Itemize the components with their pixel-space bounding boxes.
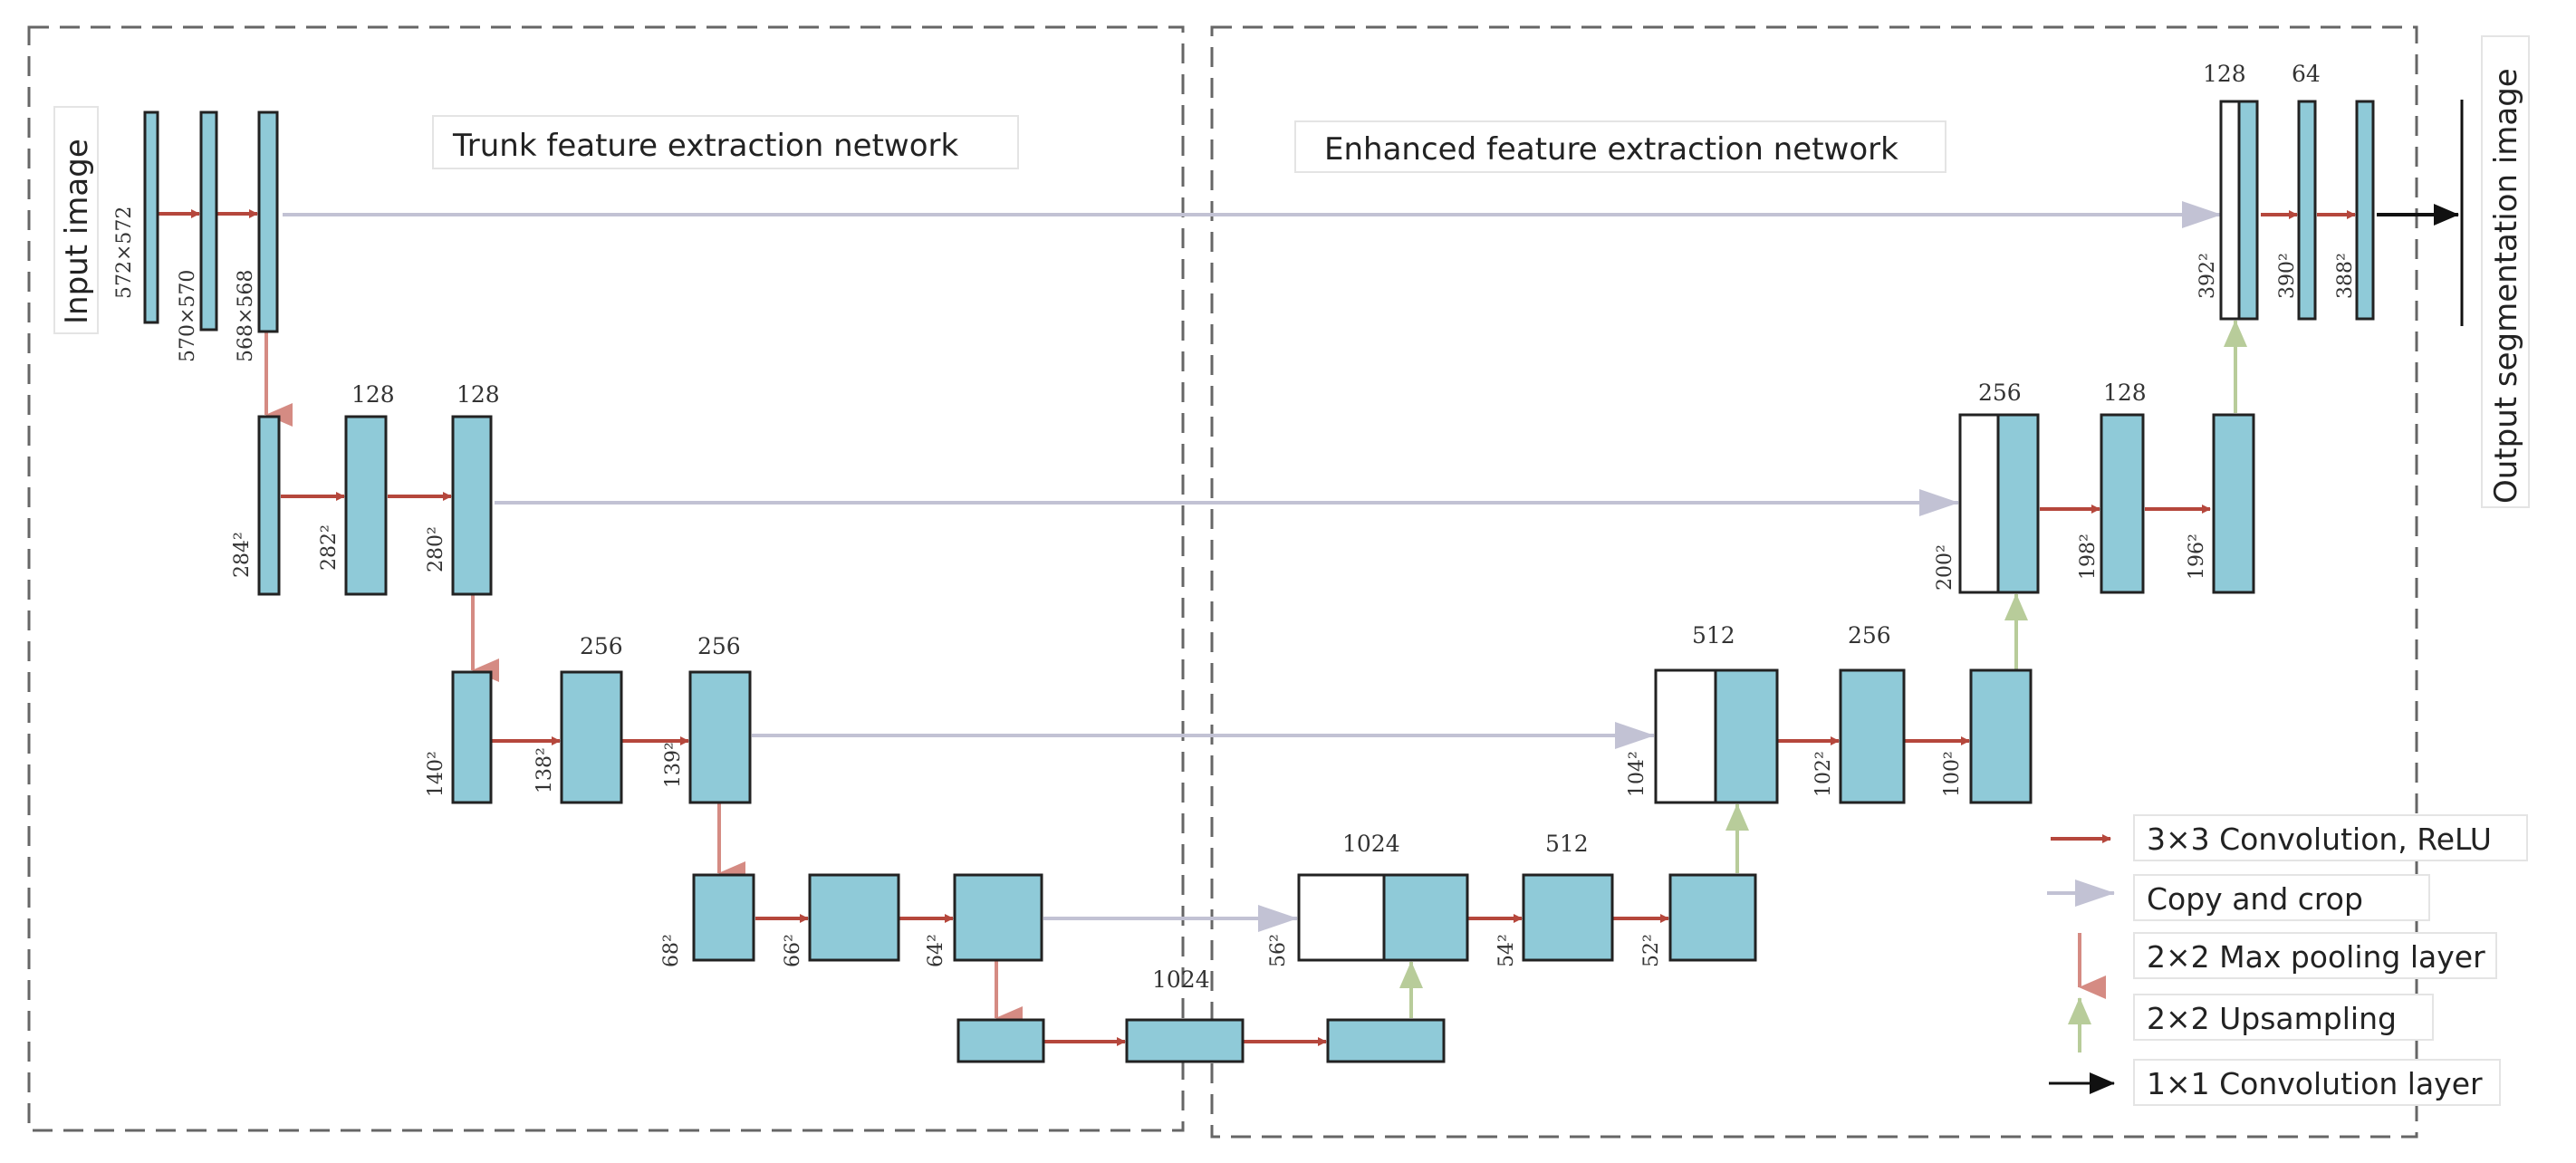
feature-map	[2355, 100, 2375, 321]
dim-label: 68²	[660, 934, 683, 967]
dim-label: 572×572	[113, 207, 136, 299]
dim-label: 64²	[925, 934, 947, 967]
channel-label: 512	[1692, 622, 1735, 649]
legend-label: 2×2 Max pooling layer	[2147, 939, 2485, 975]
dim-label: 390²	[2276, 253, 2299, 299]
feature-map	[257, 415, 281, 596]
channel-label: 128	[351, 381, 395, 408]
legend-label: 1×1 Convolution layer	[2147, 1066, 2483, 1101]
enhanced-region	[1210, 25, 2418, 1139]
dim-label: 56²	[1267, 934, 1290, 967]
copied-feature-map	[1654, 668, 1717, 804]
dim-label: 568×568	[235, 270, 257, 362]
channel-label: 1024	[1152, 966, 1210, 993]
dim-label: 66²	[782, 934, 804, 967]
channel-label: 128	[2203, 61, 2246, 87]
legend-item	[2133, 932, 2497, 979]
dim-label: 284²	[231, 532, 254, 578]
legend: 3×3 Convolution, ReLU Copy and crop 2×2 …	[2047, 814, 2528, 1106]
dim-label: 104²	[1626, 751, 1648, 797]
legend-item	[2133, 814, 2528, 861]
feature-map	[1996, 413, 2040, 594]
feature-map	[1326, 1018, 1446, 1063]
feature-map	[956, 1018, 1045, 1063]
channel-label: 512	[1545, 831, 1589, 857]
trunk-title: Trunk feature extraction network	[452, 128, 959, 164]
feature-map	[451, 670, 493, 804]
feature-map	[344, 415, 388, 596]
feature-map	[692, 873, 755, 962]
channel-label: 256	[1848, 622, 1891, 649]
channel-label: 64	[2292, 61, 2321, 87]
feature-map	[143, 111, 159, 324]
feature-map	[808, 873, 900, 962]
channel-label: 128	[2103, 380, 2147, 406]
dim-label: 140²	[425, 751, 447, 797]
channel-label: 128	[457, 381, 500, 408]
feature-map	[1839, 668, 1906, 804]
dim-label: 196²	[2186, 533, 2208, 580]
feature-map	[1969, 668, 2033, 804]
copied-feature-map	[1958, 413, 2000, 594]
feature-map	[2100, 413, 2145, 594]
dim-label: 54²	[1495, 934, 1518, 967]
feature-map	[2212, 413, 2255, 594]
legend-item	[2133, 1059, 2501, 1106]
feature-map	[688, 670, 752, 804]
dim-label: 392²	[2196, 253, 2219, 299]
channel-label: 256	[580, 633, 623, 659]
feature-map	[2237, 100, 2259, 321]
feature-map	[560, 670, 623, 804]
output-label-box	[2481, 35, 2530, 508]
copied-feature-map	[2219, 100, 2241, 321]
dim-label: 570×570	[177, 270, 199, 362]
dim-label: 138²	[533, 747, 556, 793]
dim-label: 280²	[425, 526, 447, 572]
feature-map	[257, 111, 279, 333]
channel-label: 256	[1978, 380, 2022, 406]
dim-label: 200²	[1934, 544, 1956, 591]
enhanced-title: Enhanced feature extraction network	[1324, 131, 1898, 168]
legend-item	[2133, 874, 2430, 921]
feature-map	[1125, 1018, 1245, 1063]
feature-map	[1522, 873, 1614, 962]
dim-label: 282²	[318, 524, 341, 571]
feature-map	[953, 873, 1043, 962]
enhanced-title-box	[1294, 120, 1946, 173]
feature-map	[1714, 668, 1779, 804]
channel-label: 1024	[1342, 831, 1400, 857]
legend-label: 3×3 Convolution, ReLU	[2147, 822, 2492, 857]
copied-feature-map	[1297, 873, 1386, 962]
trunk-title-box	[432, 115, 1019, 169]
dim-label: 102²	[1812, 751, 1835, 797]
legend-item	[2133, 994, 2434, 1041]
output-segmentation-label: Output segmentation image	[2488, 68, 2524, 504]
dim-label: 100²	[1941, 751, 1964, 797]
dim-label: 52²	[1640, 934, 1663, 967]
trunk-region	[27, 25, 1185, 1132]
input-image-label: Input image	[59, 139, 95, 324]
feature-map	[2297, 100, 2317, 321]
legend-label: Copy and crop	[2147, 881, 2363, 917]
feature-map	[1382, 873, 1469, 962]
feature-map	[199, 111, 218, 332]
channel-label: 256	[697, 633, 741, 659]
dim-label: 139²	[662, 742, 685, 788]
dim-label: 198²	[2077, 533, 2100, 580]
legend-label: 2×2 Upsampling	[2147, 1001, 2397, 1036]
feature-map	[451, 415, 493, 596]
dim-label: 388²	[2334, 253, 2357, 299]
input-label-box	[53, 106, 99, 334]
feature-map	[1668, 873, 1757, 962]
